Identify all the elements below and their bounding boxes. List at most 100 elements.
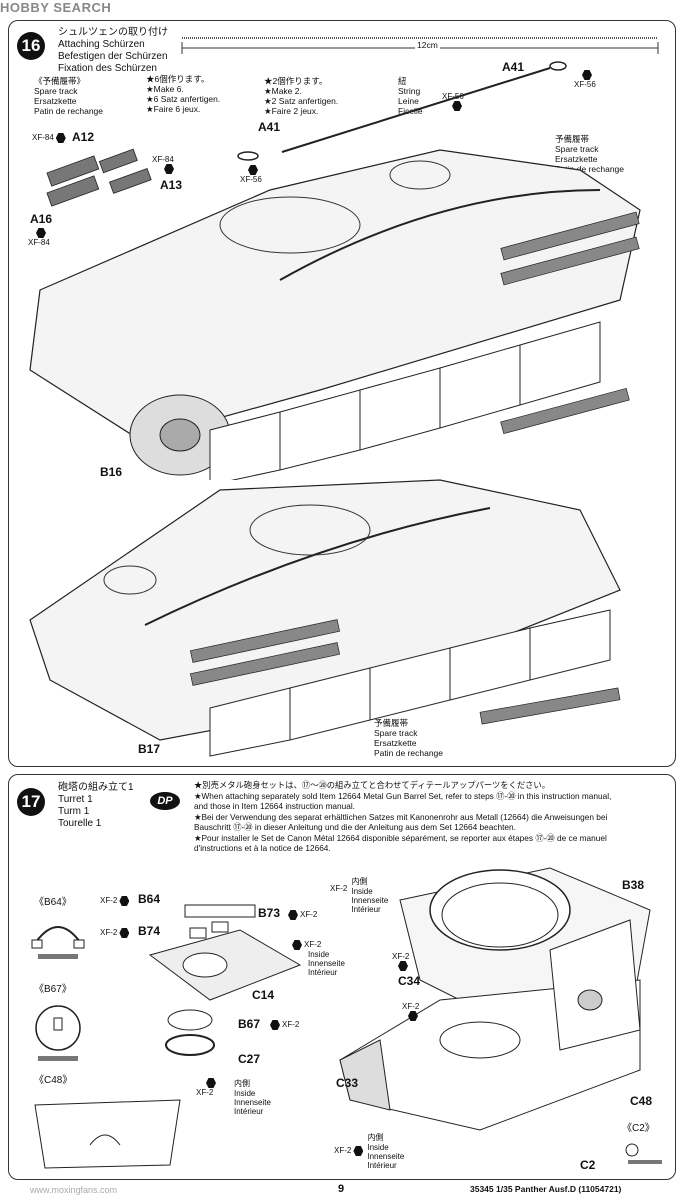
instr-de-2: Bauschritt ⑰-⑳ in dieser Anleitung und d… [194, 822, 516, 832]
make6-note: ★6個作ります。 ★Make 6. ★6 Satz anfertigen. ★F… [146, 74, 220, 114]
paint-c34: XF-2 [392, 952, 410, 971]
step17-number: 17 [17, 788, 45, 816]
spare-right-jp: 予備履帯 [555, 134, 590, 144]
paint-b67: XF-2 [268, 1020, 299, 1030]
step16-frame [8, 20, 676, 767]
make2-de: ★2 Satz anfertigen. [264, 96, 339, 106]
page-number: 9 [338, 1183, 345, 1195]
spare-block-en: Spare track [34, 86, 78, 96]
make6-en: ★Make 6. [146, 84, 184, 94]
step17-title-fr: Tourelle 1 [58, 818, 102, 829]
make6-fr: ★Faire 6 jeux. [146, 104, 201, 114]
step17-title-de: Turm 1 [58, 806, 90, 817]
paint-xf56-left: XF-56 [240, 165, 262, 184]
paint-xf56-right: XF-56 [574, 70, 596, 89]
step16-title-jp: シュルツェンの取り付け [58, 27, 168, 38]
paint-c33: XF-2 [402, 1002, 420, 1021]
part-b64: B64 [138, 892, 161, 906]
part-b38: B38 [622, 878, 645, 892]
paint-xf84-a13: XF-84 [152, 155, 176, 174]
make2-fr: ★Faire 2 jeux. [264, 106, 319, 116]
watermark-brand-b: SEARCH [53, 0, 112, 15]
make6-jp: ★6個作ります。 [146, 74, 210, 84]
part-b67: B67 [238, 1017, 261, 1031]
part-b73: B73 [258, 906, 281, 920]
part-c14: C14 [252, 988, 275, 1002]
part-c48: C48 [630, 1094, 653, 1108]
spare-bottom-jp: 予備履帯 [374, 718, 409, 728]
instr-fr-2: d'instructions et à la notice de 12664. [194, 843, 331, 853]
spare-block-jp: 《予備履帯》 [34, 76, 86, 86]
hull-illustration-upper [29, 61, 641, 480]
spare-right-fr: Patin de rechange [555, 164, 624, 174]
spare-block-fr: Patin de rechange [34, 106, 103, 116]
part-a41-right: A41 [502, 60, 525, 74]
part-b74: B74 [138, 924, 161, 938]
step16-number: 16 [17, 32, 45, 60]
watermark-bottom: www.moxingfans.com [30, 1185, 118, 1195]
step16-title-en: Attaching Schürzen [58, 39, 145, 50]
step16-title-fr: Fixation des Schürzen [58, 63, 157, 74]
part-b17: B17 [138, 742, 161, 756]
paint-xf84-a12: XF-84 [32, 133, 68, 143]
product-code: 35345 1/35 Panther Ausf.D (11054721) [470, 1184, 622, 1194]
paint-b74: XF-2 [100, 928, 131, 938]
step16-title-de: Befestigen der Schürzen [58, 51, 168, 62]
part-c33: C33 [336, 1076, 359, 1090]
paint-xf84-a16: XF-84 [28, 228, 50, 247]
instr-en-1: ★When attaching separately sold Item 126… [194, 790, 612, 801]
callout-c2: 《C2》 [622, 1123, 655, 1134]
spare-block-de: Ersatzkette [34, 96, 77, 106]
string-de: Leine [398, 96, 419, 106]
hull-illustration-lower [29, 479, 621, 757]
measure-label: 12cm [415, 40, 440, 50]
dp-badge: DP [150, 792, 180, 810]
b64-detail [31, 926, 85, 959]
watermark-brand-a: HOBBY [0, 0, 50, 15]
step17-instructions: ★別売メタル砲身セットは、⑰〜⑳の組み立てと合わせてディテールアップパーツをくだ… [194, 780, 670, 854]
part-c27: C27 [238, 1052, 261, 1066]
spare-bottom-en: Spare track [374, 728, 418, 738]
part-c34: C34 [398, 974, 421, 988]
spare-track-block: 《予備履帯》 Spare track Ersatzkette Patin de … [34, 76, 103, 116]
paint-b73: XF-2 [286, 910, 317, 920]
step17-frame [8, 774, 676, 1180]
instr-de-1: ★Bei der Verwendung des separat erhältli… [194, 811, 608, 822]
part-c2: C2 [580, 1158, 596, 1172]
step17-title: 砲塔の組み立て1 Turret 1 Turm 1 Tourelle 1 [58, 782, 134, 830]
b67-detail [35, 1005, 81, 1061]
make2-en: ★Make 2. [264, 86, 302, 96]
callout-c48: 《C48》 [34, 1075, 73, 1086]
c48-detail [34, 1099, 181, 1169]
part-a16: A16 [30, 212, 53, 226]
spare-right-en: Spare track [555, 144, 599, 154]
callout-b67: 《B67》 [34, 984, 72, 995]
spare-track-right: 予備履帯 Spare track Ersatzkette Patin de re… [555, 134, 624, 174]
string-en: String [398, 86, 421, 96]
instr-en-2: and those in Item 12664 instruction manu… [194, 801, 355, 811]
string-jp: 紐 [398, 76, 407, 86]
make6-de: ★6 Satz anfertigen. [146, 94, 221, 104]
part-a13: A13 [160, 178, 183, 192]
spare-bottom-fr: Patin de rechange [374, 748, 443, 758]
c2-detail [625, 1143, 662, 1164]
make2-note: ★2個作ります。 ★Make 2. ★2 Satz anfertigen. ★F… [264, 76, 338, 116]
part-a12: A12 [72, 130, 95, 144]
watermark-logo: HOBBY SEARCH [0, 0, 111, 15]
c14-plate [148, 904, 302, 1056]
step16-title: シュルツェンの取り付け Attaching Schürzen Befestige… [58, 27, 168, 75]
callout-b64: 《B64》 [34, 897, 72, 908]
make2-jp: ★2個作ります。 [264, 76, 328, 86]
step17-title-en: Turret 1 [58, 794, 93, 805]
paint-xf56-string: XF-56 [442, 92, 464, 111]
spare-track-bottom: 予備履帯 Spare track Ersatzkette Patin de re… [374, 718, 443, 758]
instr-fr-1: ★Pour installer le Set de Canon Métal 12… [194, 832, 607, 843]
spare-bottom-de: Ersatzkette [374, 738, 417, 748]
spare-right-de: Ersatzkette [555, 154, 598, 164]
step17-title-jp: 砲塔の組み立て1 [58, 782, 134, 793]
paint-b64: XF-2 [100, 896, 131, 906]
